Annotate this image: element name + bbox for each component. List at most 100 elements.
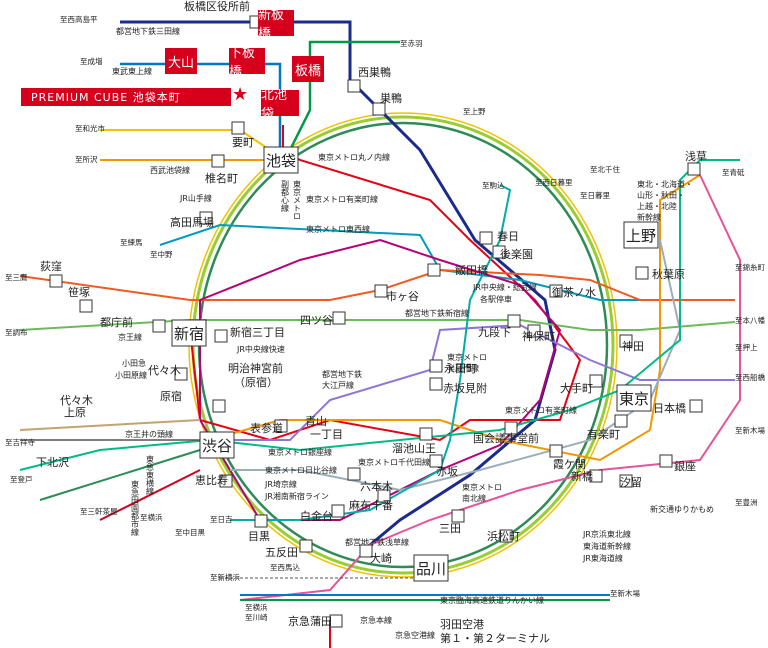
meijijingu-box	[212, 399, 226, 413]
azabujuban-box	[377, 489, 391, 503]
edge-label-9: 至上野	[463, 107, 486, 116]
hamamatsucho-label: 浜松町	[487, 529, 520, 543]
otemachi-label: 大手町	[560, 381, 593, 395]
shinjuku-line-label: 都営地下鉄新宿線	[405, 308, 469, 318]
ueno-box	[623, 221, 659, 249]
akasaka-label: 赤坂	[436, 465, 458, 478]
ogikubo-box	[49, 274, 63, 288]
shimbashi-label: 新橋	[571, 469, 593, 483]
kasumigaseki-label: 霞ケ関	[553, 458, 586, 471]
chiyoda-label: 東京メトロ千代田線	[358, 457, 430, 467]
haneda2-label: 第１・第２ターミナル	[440, 631, 550, 645]
edge-label-19: 至練馬	[120, 237, 143, 247]
edge-label-6: 至西日暮里	[535, 177, 573, 187]
ikebukuro-box	[263, 146, 299, 174]
shinkansen-label-3: 上越・北陸	[637, 201, 677, 211]
roppongi-label: 六本木	[360, 479, 393, 493]
yurakucho-label: 東京メトロ有楽町線	[306, 194, 378, 204]
edge-label-15: 至新木場	[735, 425, 765, 435]
iidabashi-label: 飯田橋	[455, 263, 488, 277]
tozai-line	[159, 223, 735, 301]
sugamo-box	[372, 102, 386, 116]
shiodome-box	[619, 474, 633, 488]
akihabara-label: 秋葉原	[652, 267, 685, 281]
asakusa-line	[239, 174, 741, 601]
hatagaya-box	[79, 299, 93, 313]
edge-label-12: 至本八幡	[735, 315, 765, 325]
edge-label-16: 至豊洲	[735, 497, 758, 507]
osaki-label: 大崎	[370, 551, 392, 565]
oedo-label-1: 都営地下鉄	[322, 369, 362, 379]
iidabashi-box	[427, 263, 441, 277]
ochanomizu-box	[549, 284, 563, 298]
shinjuku3-label: 新宿三丁目	[230, 325, 285, 339]
shirokanedai-box	[331, 504, 345, 518]
gotanda-label: 五反田	[265, 546, 298, 559]
roppongi-box	[347, 467, 361, 481]
tameikesanno-box	[419, 427, 433, 441]
shibuya-box	[199, 431, 235, 459]
hibiya-label: 東京メトロ日比谷線	[265, 465, 337, 475]
shinkansen-label-2: 山形・秋田・	[637, 190, 685, 200]
edge-label-26: 至中目黒	[175, 527, 205, 537]
yurakucho-label: 有楽町	[587, 427, 620, 441]
yurakucho2-label: 東京メトロ有楽町線	[505, 405, 577, 415]
hanzomon-label-2: 半蔵門線	[447, 363, 479, 373]
hanzomon-label-1: 東京メトロ	[447, 352, 487, 362]
odakyu-label-2: 小田原線	[115, 370, 147, 380]
yotsuya-box	[332, 311, 346, 325]
hanzomon-line	[210, 323, 735, 441]
odakyu-label-1: 小田急	[122, 358, 146, 368]
keio-line	[19, 419, 201, 431]
edge-label-11: 至錦糸町	[735, 262, 765, 272]
labels: 池袋新宿渋谷品川東京上野板橋区役所前西巣鴨巣鴨要町椎名町高田馬場春日後楽園飯田橋…	[5, 0, 765, 645]
edge-label-31: 至新木場	[610, 588, 640, 598]
edge-label-29: 至横浜	[245, 602, 268, 612]
hamamatsucho-box	[499, 529, 513, 543]
oyama-station: 大山	[165, 48, 197, 74]
shinkansen-label-1: 東北・北海道・	[637, 179, 693, 189]
kudanshita-label: 九段下	[478, 325, 511, 339]
sugamo-label: 巣鴨	[380, 91, 402, 105]
tokyu-line	[39, 449, 201, 501]
kanamecho-box	[231, 121, 245, 135]
harajuku2-label: 原宿	[160, 389, 182, 403]
shimoitabashi-station: 下板橋	[229, 46, 265, 80]
station-boxes	[49, 15, 703, 628]
chuosobu-label: JR中央線・総武線	[472, 282, 537, 292]
shiinamachi-label: 椎名町	[205, 171, 238, 185]
edge-label-7: 至日暮里	[580, 190, 610, 200]
mita-label: 三田	[439, 522, 461, 535]
kasuga-box	[479, 231, 493, 245]
edge-label-23: 至三軒茶屋	[80, 506, 118, 516]
saikyo-label: JR埼京線	[264, 479, 297, 489]
rinkai-label: 東京臨海高速鉄道りんかい線	[440, 595, 544, 605]
toyoko-label: 東急東横線	[146, 454, 155, 495]
meguro-box	[254, 514, 268, 528]
takadanobaba-label: 高田馬場	[170, 215, 214, 229]
nihombashi-box	[689, 399, 703, 413]
azabujuban-label: 麻布十番	[349, 498, 393, 512]
yamanote-label: JR山手線	[179, 193, 212, 203]
nishisugamo-box	[347, 79, 361, 93]
edge-label-27: 至西馬込	[270, 563, 300, 572]
edge-label-30: 至川崎	[245, 612, 268, 622]
osaki-box	[359, 544, 373, 558]
keikyukamata-box	[329, 614, 343, 628]
nagatacho-label: 永田町	[444, 361, 477, 375]
tokyu-label: 東急田園都市線	[131, 479, 140, 536]
edge-label-0: 至西高島平	[60, 14, 98, 24]
edge-label-20: 至中野	[150, 249, 173, 259]
meguro-label: 目黒	[248, 530, 270, 543]
akihabara-box	[635, 266, 649, 280]
shinagawa-label: 品川	[416, 560, 446, 578]
aoyama-label-1: 青山	[305, 415, 327, 428]
mita-line-label: 都営地下鉄三田線	[116, 26, 180, 36]
nagatacho-box	[429, 359, 443, 373]
jrtohoku-label: JR京浜東北線	[582, 529, 631, 539]
keio-label: 京王線	[118, 332, 142, 342]
yoyogiuehara-label-1: 代々木	[60, 394, 93, 407]
kasumigaseki-box	[549, 444, 563, 458]
